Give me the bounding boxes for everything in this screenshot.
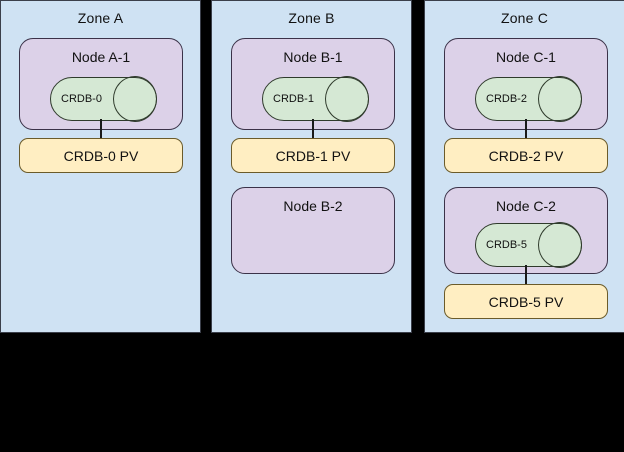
cylinder-seam: [113, 76, 157, 122]
database-label-crdb-0: CRDB-0: [61, 93, 102, 105]
zone-a-container: Zone A Node A-1 CRDB-0 CRDB-0 PV: [0, 0, 201, 333]
node-c-1-card[interactable]: Node C-1 CRDB-2: [444, 38, 608, 130]
database-label-crdb-1: CRDB-1: [273, 93, 314, 105]
database-cylinder-crdb-2[interactable]: CRDB-2: [475, 76, 582, 122]
connector-crdb-2-to-pv: [525, 119, 527, 141]
pv-crdb-0[interactable]: CRDB-0 PV: [19, 138, 183, 173]
database-cylinder-crdb-5[interactable]: CRDB-5: [475, 222, 582, 268]
node-a-1-title: Node A-1: [71, 49, 131, 65]
node-c-2-title: Node C-2: [496, 198, 556, 214]
node-a-1-card[interactable]: Node A-1 CRDB-0: [19, 38, 183, 130]
cylinder-seam: [538, 76, 582, 122]
database-cylinder-crdb-0[interactable]: CRDB-0: [50, 76, 157, 122]
connector-crdb-1-to-pv: [312, 119, 314, 141]
pv-crdb-1[interactable]: CRDB-1 PV: [231, 138, 395, 173]
cylinder-seam: [325, 76, 369, 122]
zone-c-title: Zone C: [500, 10, 549, 26]
node-b-1-title: Node B-1: [283, 49, 343, 65]
node-b-2-card[interactable]: Node B-2: [231, 187, 395, 274]
zone-b-title: Zone B: [288, 10, 335, 26]
zone-c-container: Zone C Node C-1 CRDB-2 CRDB-2 PV Node C-…: [424, 0, 624, 333]
node-b-2-title: Node B-2: [283, 198, 343, 214]
pv-crdb-2[interactable]: CRDB-2 PV: [444, 138, 608, 173]
database-label-crdb-2: CRDB-2: [486, 93, 527, 105]
zone-a-title: Zone A: [77, 10, 124, 26]
node-b-1-card[interactable]: Node B-1 CRDB-1: [231, 38, 395, 130]
connector-crdb-5-to-pv: [525, 265, 527, 287]
pv-crdb-5[interactable]: CRDB-5 PV: [444, 284, 608, 319]
node-c-1-title: Node C-1: [496, 49, 556, 65]
zone-b-container: Zone B Node B-1 CRDB-1 CRDB-1 PV Node B-…: [211, 0, 412, 333]
database-cylinder-crdb-1[interactable]: CRDB-1: [262, 76, 369, 122]
database-label-crdb-5: CRDB-5: [486, 239, 527, 251]
cylinder-seam: [538, 222, 582, 268]
node-c-2-card[interactable]: Node C-2 CRDB-5: [444, 187, 608, 274]
connector-crdb-0-to-pv: [100, 119, 102, 141]
